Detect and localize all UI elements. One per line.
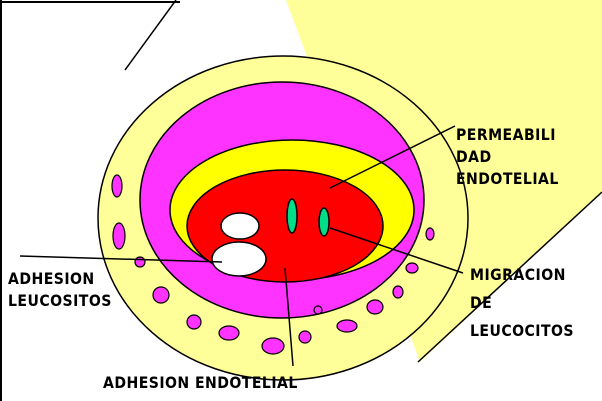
wall-cell bbox=[113, 223, 125, 249]
wall-cell bbox=[153, 287, 169, 303]
wall-cell bbox=[314, 306, 322, 314]
label-adhesion-leucositos: ADHESION LEUCOSITOS bbox=[8, 268, 112, 312]
label-line: MIGRACION bbox=[470, 264, 574, 286]
leukocyte bbox=[221, 213, 259, 239]
wall-cell bbox=[426, 228, 434, 240]
wall-cell bbox=[262, 338, 284, 354]
label-adhesion-endotelial: ADHESION ENDOTELIAL bbox=[103, 372, 298, 394]
label-line: PERMEABILI bbox=[456, 124, 559, 146]
label-permeabilidad: PERMEABILI DAD ENDOTELIAL bbox=[456, 124, 559, 190]
leukocyte bbox=[212, 242, 266, 276]
wall-cell bbox=[187, 315, 201, 329]
wall-cell bbox=[135, 257, 145, 267]
migrating-leukocyte bbox=[287, 199, 297, 233]
label-line: ENDOTELIAL bbox=[456, 168, 559, 190]
wall-cell bbox=[406, 263, 418, 273]
wall-cell bbox=[112, 175, 122, 197]
label-migracion: MIGRACION DE LEUCOCITOS bbox=[470, 264, 574, 342]
label-line: DE bbox=[470, 292, 574, 314]
wall-cell bbox=[393, 286, 403, 298]
wall-cell bbox=[367, 300, 383, 314]
wall-cell bbox=[219, 326, 239, 340]
label-line: ADHESION bbox=[8, 268, 112, 290]
wall-cell bbox=[299, 331, 311, 343]
label-line: LEUCOCITOS bbox=[470, 320, 574, 342]
label-line: LEUCOSITOS bbox=[8, 290, 112, 312]
migrating-leukocyte bbox=[319, 208, 329, 236]
label-line: DAD bbox=[456, 146, 559, 168]
vessel-tube-top-edge bbox=[125, 0, 176, 70]
wall-cell bbox=[337, 320, 357, 332]
